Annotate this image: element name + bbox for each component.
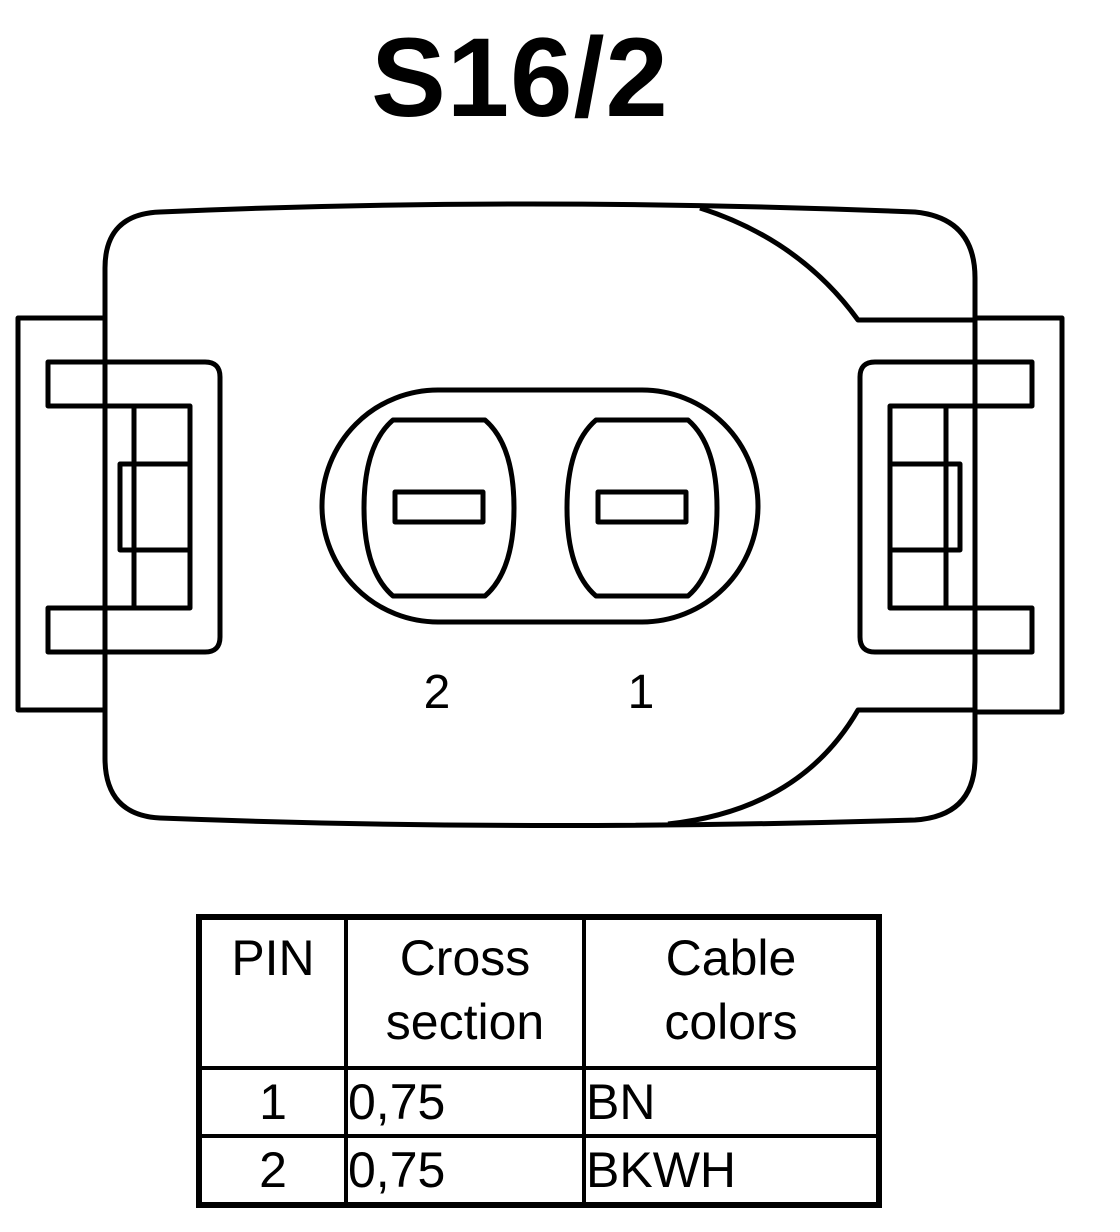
row-1-cross-section: 0,75 (344, 1066, 586, 1138)
table-row: 2 0,75 BKWH (197, 1134, 881, 1207)
header-cable-colors: Cable colors (582, 915, 881, 1070)
header-color-line-2: colors (664, 994, 798, 1050)
table-row: 1 0,75 BN (197, 1066, 881, 1138)
pin-table: PIN Cross section Cable colors 1 0,75 BN… (196, 914, 882, 1208)
header-pin-line-1: PIN (231, 930, 315, 986)
connector-drawing: 2 1 (15, 201, 1065, 829)
row-1-cable-color: BN (582, 1066, 881, 1138)
pin-1-contact (595, 489, 689, 525)
header-cross-line-2: section (385, 994, 545, 1050)
pin-2-contact (392, 489, 486, 525)
pin-1-socket (564, 417, 720, 599)
pin-label-2: 2 (424, 666, 451, 719)
pin-2-socket (361, 417, 517, 599)
housing-curve-top (699, 205, 975, 323)
housing-curve-bottom (667, 707, 975, 827)
header-cross-section: Cross section (344, 915, 586, 1070)
connector-housing (102, 201, 978, 829)
header-cross-line-1: Cross (399, 930, 531, 986)
row-2-pin: 2 (197, 1134, 348, 1207)
table-header-row: PIN Cross section Cable colors (197, 915, 881, 1070)
row-1-pin: 1 (197, 1066, 348, 1138)
pin-cavity (319, 387, 761, 625)
row-2-cross-section: 0,75 (344, 1134, 586, 1207)
right-latch-frame (975, 315, 1065, 715)
diagram-title: S16/2 (371, 15, 669, 140)
right-latch-clip (857, 359, 1035, 655)
pin-label-1: 1 (628, 666, 655, 719)
left-latch-tab (117, 461, 193, 553)
header-pin: PIN (197, 915, 348, 1070)
left-latch-frame (15, 315, 105, 713)
row-2-cable-color: BKWH (582, 1134, 881, 1207)
header-color-line-1: Cable (665, 930, 797, 986)
left-latch-clip (45, 359, 223, 655)
right-latch-tab (887, 461, 963, 553)
